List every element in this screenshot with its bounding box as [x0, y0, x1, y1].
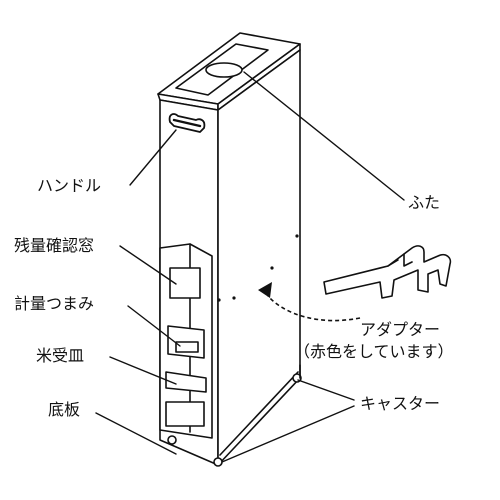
side-hole — [232, 296, 236, 300]
adapter-body — [323, 245, 452, 299]
label-level-window: 残量確認窓 — [14, 236, 95, 255]
side-hole — [217, 298, 221, 302]
leader-caster-rear — [297, 379, 355, 401]
leader-lid — [243, 71, 405, 201]
adapter-hook — [403, 253, 413, 267]
label-rice-tray: 米受皿 — [36, 346, 85, 365]
label-base-plate: 底板 — [48, 400, 81, 419]
lid-opening — [205, 62, 243, 78]
side-hole — [295, 234, 299, 238]
leader-handle — [129, 129, 177, 186]
measure-knob — [175, 341, 199, 353]
side-panel-bottom-edge — [219, 371, 299, 456]
caster-front-left — [167, 435, 177, 445]
label-adapter-note: （赤色をしています） — [294, 342, 454, 361]
label-lid: ふた — [408, 193, 441, 212]
adapter-top-edge — [387, 259, 399, 267]
leader-measure-knob — [127, 305, 181, 347]
side-hole — [270, 266, 274, 270]
leader-caster-front — [221, 405, 355, 463]
base-plate — [165, 401, 205, 427]
leader-rice-tray — [109, 356, 177, 385]
handle-grip-line — [172, 118, 202, 128]
leader-level-window — [119, 245, 177, 285]
caster-front-right — [213, 457, 223, 467]
label-handle: ハンドル — [37, 176, 102, 195]
rice-tray — [165, 371, 207, 393]
label-measure-knob: 計量つまみ — [14, 294, 95, 313]
leader-base-plate — [95, 412, 177, 455]
adapter-dashed-arrow — [267, 295, 361, 322]
cabinet-side-panel — [217, 49, 301, 466]
label-adapter: アダプター — [360, 320, 441, 339]
adapter-arrow-head — [258, 282, 272, 298]
label-casters: キャスター — [360, 394, 441, 413]
